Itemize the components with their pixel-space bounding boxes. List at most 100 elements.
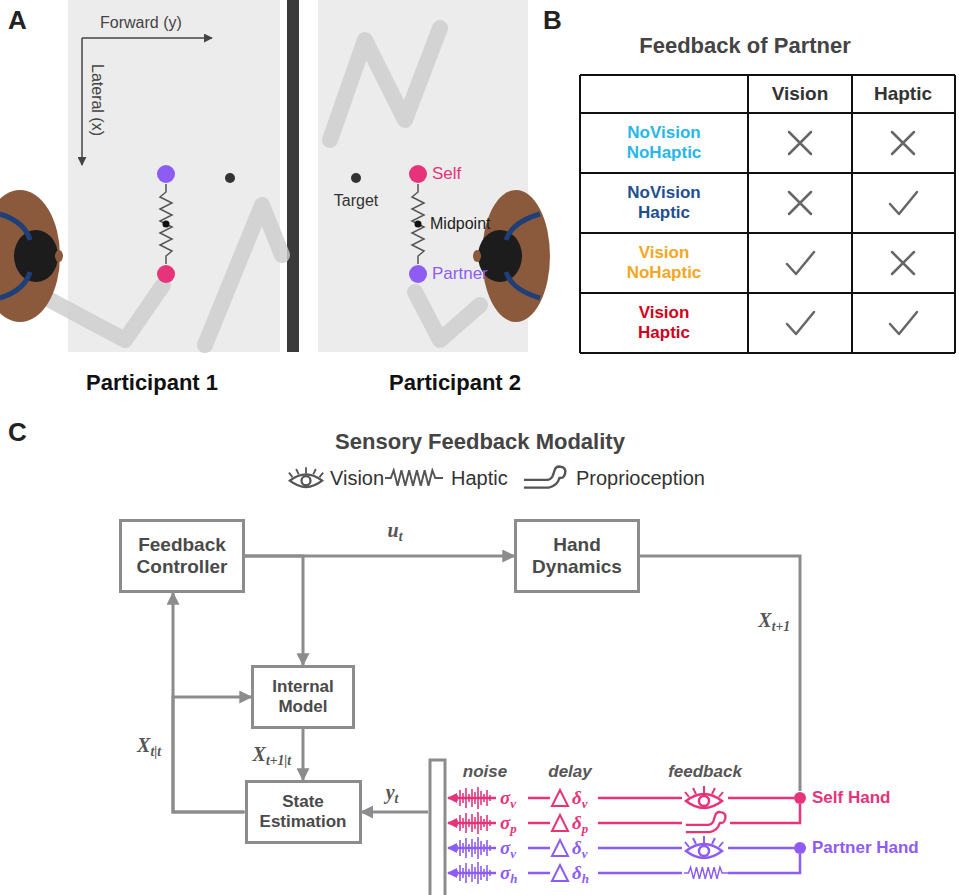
haptic-icon — [385, 470, 443, 485]
math-subscript: h — [510, 871, 517, 886]
table-grid — [580, 75, 955, 353]
signal-label: Xt+1 — [758, 609, 790, 632]
marker-label: Partner — [432, 264, 488, 284]
label-slot: σh — [500, 862, 517, 884]
label-slot: Partner — [432, 264, 488, 284]
label-slot: Vision — [772, 83, 829, 105]
math-subscript: t|t — [150, 744, 161, 759]
noise-label: σv — [500, 837, 516, 859]
math-base: X — [253, 743, 266, 765]
participant-label: Participant 1 — [86, 370, 218, 395]
label-slot: δv — [572, 837, 587, 859]
math-subscript: p — [582, 821, 588, 836]
sensory-channel — [448, 854, 800, 884]
label-slot: δh — [572, 862, 589, 884]
process-box: Internal Model — [251, 665, 355, 729]
participant-label: Participant 2 — [389, 370, 521, 395]
box-text: State Estimation — [260, 792, 347, 831]
label-slot: Target — [334, 192, 378, 210]
column-heading: feedback — [668, 762, 742, 782]
box-text: Feedback Controller — [137, 534, 228, 578]
self-hand-dot — [794, 792, 806, 804]
math-subscript: t — [399, 529, 403, 544]
divider — [287, 0, 299, 352]
row-header: Vision NoHaptic — [627, 243, 702, 282]
hand-label: Partner Hand — [812, 838, 919, 858]
math-subscript: h — [582, 871, 589, 886]
signal-arrow — [173, 697, 251, 812]
math-base: σ — [500, 787, 510, 808]
signal-label: Xt|t — [135, 734, 163, 757]
label-slot: A — [8, 6, 27, 36]
delay-label: δp — [572, 812, 588, 834]
box-text: Internal Model — [272, 677, 333, 716]
box-text: Hand Dynamics — [532, 534, 622, 578]
math-subscript: v — [582, 846, 588, 861]
proprioception-icon — [524, 467, 565, 488]
label-slot: noise — [463, 762, 507, 782]
label-slot: Vision Haptic — [638, 303, 690, 342]
label-slot: Partner Hand — [812, 838, 919, 858]
math-subscript: p — [510, 821, 516, 836]
noise-label: σh — [500, 862, 517, 884]
legend-entry: Vision — [330, 467, 384, 490]
sensor-bus — [430, 760, 445, 895]
math-base: δ — [572, 862, 582, 883]
label-slot: σp — [500, 812, 517, 834]
label-slot: Feedback of Partner — [639, 33, 851, 58]
vision-icon — [289, 467, 323, 487]
math-base: δ — [572, 812, 582, 833]
signal-label: Xt+1|t — [251, 743, 293, 766]
marker-label: Target — [334, 192, 378, 210]
label-slot: Self — [432, 164, 461, 184]
label-slot: delay — [548, 762, 591, 782]
label-slot: Lateral (x) — [88, 64, 106, 136]
row-header: NoVision NoHaptic — [627, 123, 702, 162]
observation-wire — [362, 811, 429, 814]
midpoint-dot — [415, 221, 422, 228]
math-subscript: t+1 — [772, 619, 790, 634]
edge-label-slot: Xt+1|t — [251, 743, 293, 766]
signal-arrow — [245, 556, 303, 665]
label-slot: Xt+1 — [758, 609, 790, 632]
process-box: Feedback Controller — [119, 519, 245, 593]
math-base: y — [386, 781, 395, 803]
label-slot: B — [543, 6, 562, 36]
process-box: State Estimation — [245, 780, 362, 844]
math-subscript: v — [510, 796, 516, 811]
math-subscript: v — [510, 846, 516, 861]
table-mark — [787, 132, 917, 334]
self-dot — [157, 265, 175, 283]
noise-label: σp — [500, 812, 517, 834]
sensory-channel — [448, 786, 794, 809]
delay-label: δv — [572, 787, 587, 809]
row-header: Vision Haptic — [638, 303, 690, 342]
column-header: Haptic — [874, 83, 932, 105]
label-slot: σv — [500, 837, 516, 859]
axis-arrow — [82, 37, 212, 39]
label-slot: NoVision NoHaptic — [627, 123, 702, 162]
label-slot: σv — [500, 787, 516, 809]
marker-label: Self — [432, 164, 461, 184]
target-dot — [351, 173, 361, 183]
column-heading: noise — [463, 762, 507, 782]
math-base: X — [758, 609, 771, 631]
label-slot: Participant 2 — [389, 370, 521, 395]
label-slot: yt — [386, 781, 399, 804]
signal-arrow — [173, 593, 245, 812]
sensory-channel — [448, 836, 794, 859]
table-title: Feedback of Partner — [639, 33, 851, 58]
math-base: X — [137, 734, 150, 756]
label-slot: NoVision Haptic — [627, 183, 700, 222]
partner-hand-dot — [794, 842, 806, 854]
math-base: u — [388, 519, 399, 541]
math-base: σ — [500, 812, 510, 833]
math-subscript: v — [582, 796, 588, 811]
spring-symbol — [160, 184, 172, 264]
spring-symbol — [412, 184, 424, 264]
legend-text: Vision — [330, 467, 384, 489]
label-slot: Participant 1 — [86, 370, 218, 395]
label-slot: Haptic — [874, 83, 932, 105]
label-slot: Sensory Feedback Modality — [335, 429, 625, 454]
